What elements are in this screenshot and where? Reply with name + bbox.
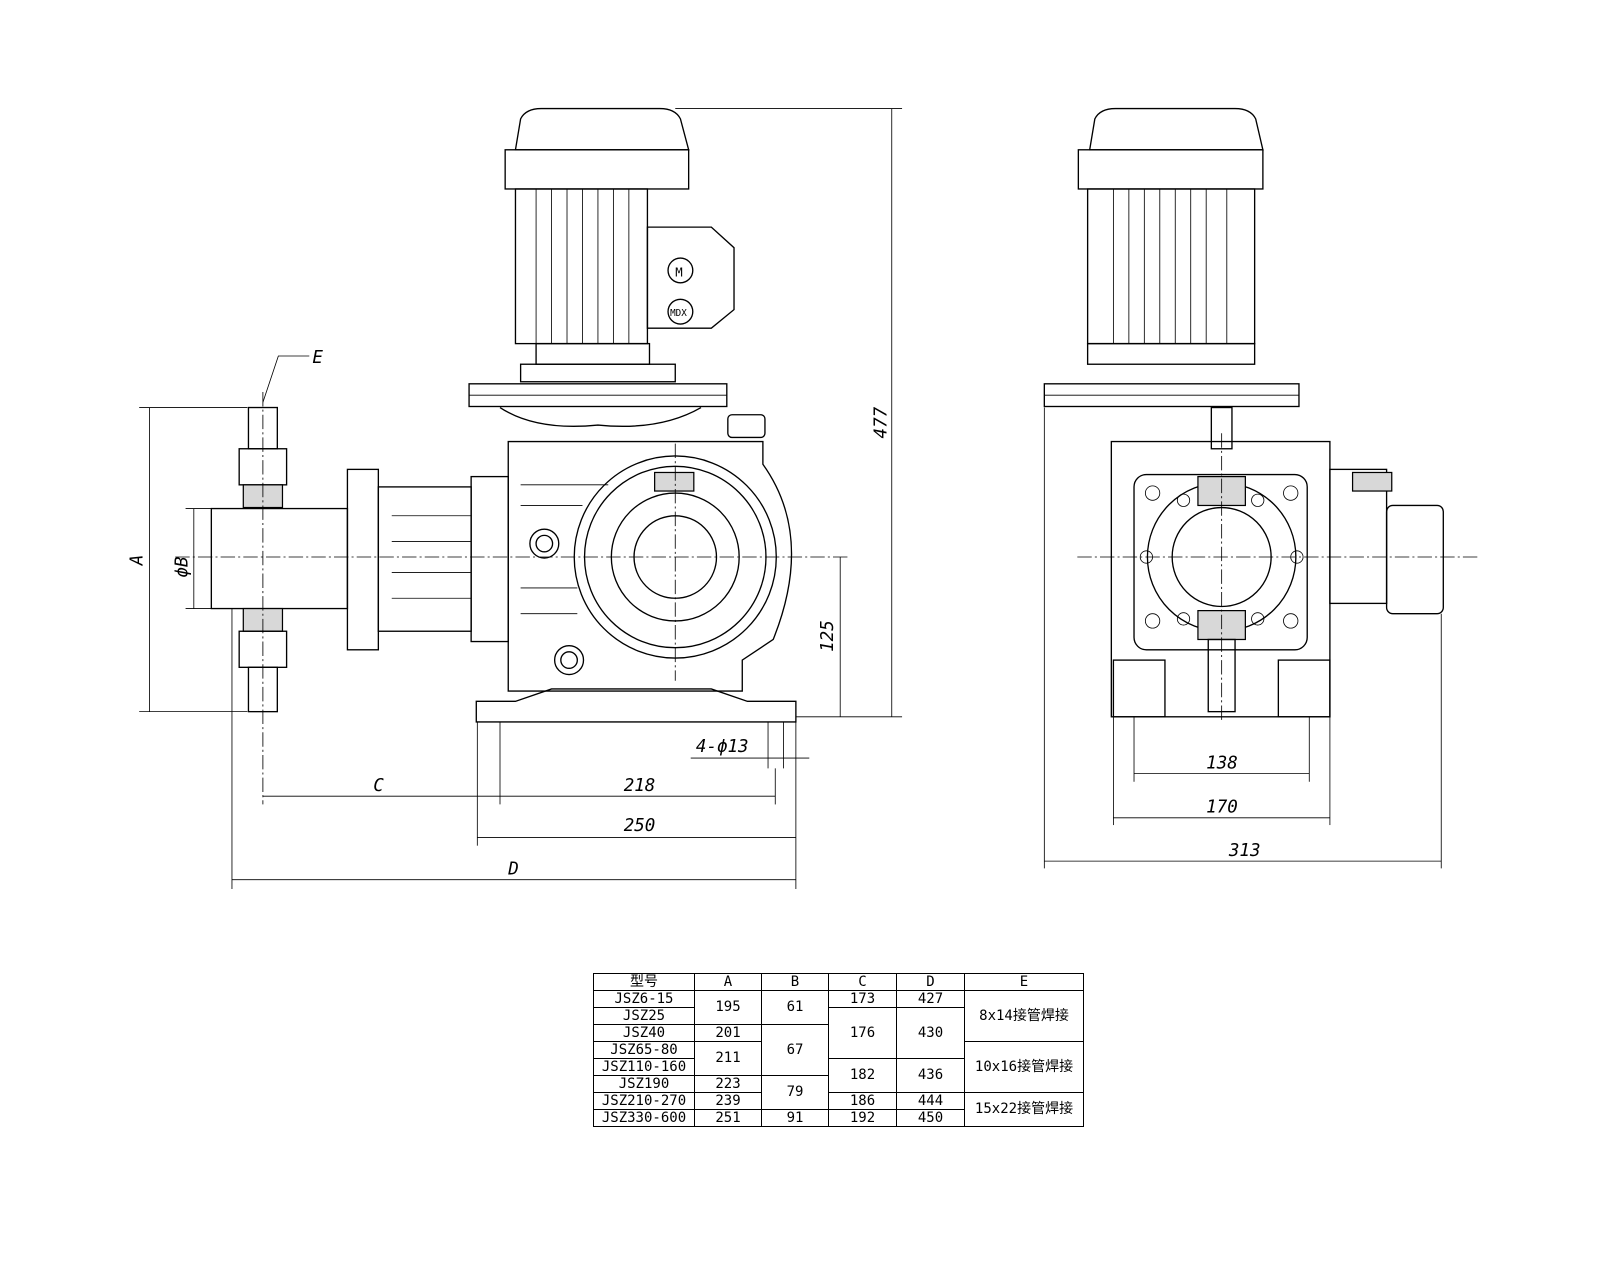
cell-c: 186	[828, 1092, 897, 1110]
table-header: 型号 A B C D E	[593, 973, 1084, 991]
motor-badge-m-text: M	[675, 266, 682, 280]
label-477: 477	[872, 406, 892, 438]
model: JSZ6-15	[593, 990, 695, 1008]
front-dimensions: E A ϕB 477 125 4-ϕ13 C 218 250 D	[127, 108, 903, 889]
dimension-table: 型号 A B C D E JSZ6-15 195 61 173 427 8x14…	[593, 973, 1084, 1127]
model: JSZ330-600	[593, 1109, 695, 1127]
motor-badge-mdx-text: MDX	[670, 308, 687, 319]
label-b: ϕB	[173, 557, 193, 578]
mounting-plate	[468, 383, 766, 439]
table-row: JSZ330-600 251 91 192 450	[593, 1109, 1084, 1127]
cell-a: 223	[694, 1075, 762, 1093]
table-row: JSZ25 176 430	[593, 1007, 1084, 1059]
model: JSZ110-160	[593, 1058, 695, 1076]
pump-head	[210, 406, 509, 713]
header-e: E	[964, 973, 1084, 991]
cell-b: 61	[761, 990, 829, 1025]
side-view	[1043, 107, 1480, 722]
model: JSZ190	[593, 1075, 695, 1093]
table-row: JSZ210-270 239 186 444 15x22接管焊接	[593, 1092, 1084, 1127]
label-170: 170	[1206, 798, 1238, 818]
cell-e: 15x22接管焊接	[964, 1092, 1084, 1127]
header-d: D	[896, 973, 965, 991]
motor-badge-mdx	[667, 298, 694, 325]
label-138: 138	[1206, 753, 1238, 773]
label-313: 313	[1228, 841, 1261, 861]
header-c: C	[828, 973, 897, 991]
cell-d: 436	[896, 1058, 965, 1093]
cell-d: 444	[896, 1092, 965, 1110]
label-d: D	[507, 860, 519, 880]
gearbox	[475, 440, 797, 723]
cell-c: 173	[828, 990, 897, 1008]
header-a: A	[694, 973, 762, 991]
cell-a: 211	[694, 1041, 762, 1076]
cell-e: 10x16接管焊接	[964, 1041, 1084, 1093]
table-row: JSZ110-160 182 436	[593, 1058, 1084, 1093]
cell-c: 182	[828, 1058, 897, 1093]
motor-badge-m	[667, 257, 694, 284]
label-218: 218	[624, 776, 656, 796]
model: JSZ25	[593, 1007, 695, 1025]
cell-c: 192	[828, 1109, 897, 1127]
label-a: A	[127, 555, 147, 567]
cell-d: 430	[896, 1007, 965, 1059]
stroke-knob	[654, 471, 695, 492]
cell-a: 239	[694, 1092, 762, 1110]
header-b: B	[761, 973, 829, 991]
cell-b: 67	[761, 1024, 829, 1076]
cell-e: 8x14接管焊接	[964, 990, 1084, 1042]
label-holes: 4-ϕ13	[696, 737, 749, 757]
stroke-dial	[1385, 504, 1444, 615]
label-250: 250	[624, 816, 656, 836]
cell-a: 195	[694, 990, 762, 1025]
label-c: C	[373, 776, 384, 796]
label-e: E	[312, 348, 323, 368]
motor: M MDX	[504, 107, 735, 383]
front-view: M MDX	[175, 107, 851, 805]
cell-a: 251	[694, 1109, 762, 1127]
table-row: JSZ6-15 195 61 173 427 8x14接管焊接	[593, 990, 1084, 1042]
cell-a: 201	[694, 1024, 762, 1042]
model: JSZ40	[593, 1024, 695, 1042]
table-row: JSZ65-80 211 10x16接管焊接	[593, 1041, 1084, 1093]
label-125: 125	[818, 620, 838, 652]
model: JSZ65-80	[593, 1041, 695, 1059]
cell-b: 91	[761, 1109, 829, 1127]
cell-d: 450	[896, 1109, 965, 1127]
side-dimensions: 138 170 313	[1043, 407, 1442, 869]
model: JSZ210-270	[593, 1092, 695, 1110]
cell-c: 176	[828, 1007, 897, 1059]
cell-d: 427	[896, 990, 965, 1008]
table-row: JSZ40 201 67	[593, 1024, 1084, 1076]
cell-b: 79	[761, 1075, 829, 1110]
header-model: 型号	[593, 973, 695, 991]
